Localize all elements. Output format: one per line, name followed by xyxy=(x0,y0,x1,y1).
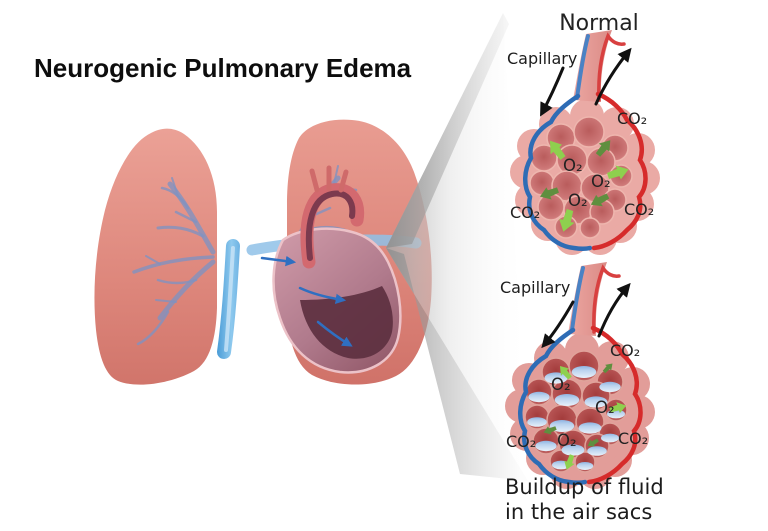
blood-flow-arrows xyxy=(260,255,353,347)
alveolus-cells xyxy=(529,116,633,239)
edema-caption-line2: in the air sacs xyxy=(505,500,652,524)
fluid-pools xyxy=(527,366,625,470)
co2-label: CO₂ xyxy=(624,200,654,219)
co2-label: CO₂ xyxy=(610,341,640,360)
lungs-heart-illustration xyxy=(94,119,432,385)
capillary-label: Capillary xyxy=(500,278,570,297)
co2-label: CO₂ xyxy=(618,429,648,448)
o2-label: O₂ xyxy=(591,172,611,191)
stem-capillary-blue xyxy=(570,266,585,332)
airflow-arrows xyxy=(540,47,632,117)
page-title: Neurogenic Pulmonary Edema xyxy=(34,53,412,83)
capillary-red xyxy=(586,325,643,485)
co2-label: CO₂ xyxy=(506,432,536,451)
heart-cavity xyxy=(300,286,393,359)
o2-label: O₂ xyxy=(595,398,615,417)
capillary-blue xyxy=(518,327,588,485)
magnifier-cone xyxy=(386,13,528,481)
aorta-lumen xyxy=(305,190,356,261)
stem-capillary-blue xyxy=(575,34,590,100)
co2-label: CO₂ xyxy=(617,109,647,128)
capillary-red xyxy=(591,91,648,251)
o2-label: O₂ xyxy=(563,156,583,175)
edema-alveolus-panel: Capillary CO₂ O₂ O₂ O₂ CO₂ CO₂ Buildup o… xyxy=(500,262,664,524)
vena-cava-highlight xyxy=(224,246,235,352)
o2-label: O₂ xyxy=(568,191,588,210)
o2-label: O₂ xyxy=(557,431,577,450)
o2-label: O₂ xyxy=(551,375,571,394)
capillary-label: Capillary xyxy=(507,49,577,68)
normal-alveolus-panel: Normal Capillary CO₂ O₂ O₂ O₂ CO₂ CO₂ xyxy=(507,11,660,255)
edema-caption-line1: Buildup of fluid xyxy=(505,475,664,499)
aorta-branches xyxy=(309,165,349,193)
left-lung-vessels xyxy=(132,177,216,346)
normal-heading: Normal xyxy=(559,11,639,36)
heart xyxy=(217,165,422,374)
co2-label: CO₂ xyxy=(510,203,540,222)
left-lung xyxy=(94,128,217,385)
airflow-arrows xyxy=(541,282,631,349)
stem-capillary-red xyxy=(597,32,626,102)
stem-capillary-red xyxy=(592,264,621,334)
capillary-blue xyxy=(523,93,593,251)
